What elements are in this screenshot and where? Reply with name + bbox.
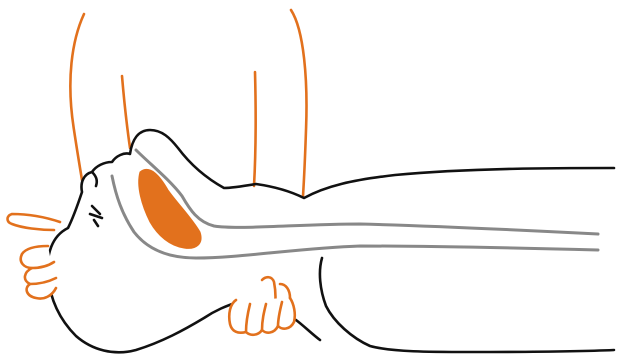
patient-eye <box>90 206 102 226</box>
patient-nose-detail <box>92 172 97 186</box>
rescuer-left-arm-inner <box>122 76 130 148</box>
rescuer-right-arm-inner <box>254 72 256 186</box>
rescuer-hand-chin <box>229 277 295 335</box>
patient-torso-contour <box>320 258 614 352</box>
rescuer-left-arm-outer <box>70 14 84 180</box>
patient-head-and-back-contour <box>48 130 614 352</box>
rescuer-right-arm-outer <box>291 10 306 196</box>
rescuer-arms <box>70 10 306 196</box>
patient-outline <box>48 130 614 352</box>
forehead-hand-palm <box>21 246 56 299</box>
patient-shoulder-contour <box>296 320 320 340</box>
forehead-hand-index-finger <box>8 214 61 230</box>
chin-hand-palm-edge <box>280 284 290 298</box>
airway-upper-wall <box>136 150 598 234</box>
rescuer-hand-forehead <box>8 214 61 299</box>
